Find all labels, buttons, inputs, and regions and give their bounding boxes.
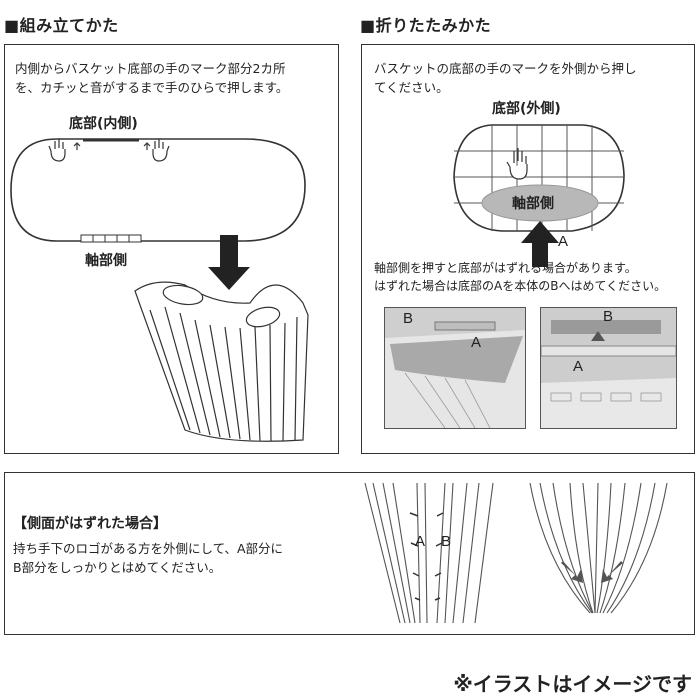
photo1-label-a: A <box>471 334 482 351</box>
footer-note: ※イラストはイメージです <box>453 672 692 696</box>
photo2-label-b: B <box>603 308 614 325</box>
axis-side-label: 軸部側 <box>85 253 127 269</box>
bottom-inner-diagram <box>10 138 309 442</box>
photo1-label-b: B <box>403 310 414 327</box>
assembly-instruction-line2: を、カチッと音がするまで手のひらで押します。 <box>15 80 289 95</box>
folding-instruction-line2: てください。 <box>374 80 449 95</box>
side-arrow-left-icon <box>561 561 583 583</box>
axis-tabs <box>80 234 142 243</box>
photo2-up-arrow-icon <box>591 331 605 341</box>
side-arrow-right-icon <box>601 561 623 583</box>
folding-title: ■折りたたみかた <box>360 16 492 35</box>
arrow-label-a: A <box>558 233 569 250</box>
photo-2: B A <box>540 307 677 429</box>
assembly-title: ■組み立てかた <box>4 16 119 35</box>
folding-note-line1: 軸部側を押すと底部がはずれる場合があります。 <box>374 261 637 275</box>
side-strips-diagram-1 <box>364 482 668 624</box>
side-label-b: B <box>441 533 452 550</box>
bottom-inner-label: 底部(内側) <box>69 116 138 132</box>
side-label-a: A <box>415 533 426 550</box>
folding-axis-label: 軸部側 <box>512 196 554 212</box>
basket-illustration <box>134 281 309 442</box>
assembly-instruction-line1: 内側からバスケット底部の手のマーク部分2カ所 <box>15 61 286 76</box>
photo2-label-a: A <box>573 358 584 375</box>
photo-1: B A <box>384 307 526 429</box>
hand-mark-left-icon <box>48 139 81 162</box>
folding-panel: バスケットの底部の手のマークを外側から押し てください。 底部(外側) 軸部側 … <box>361 44 695 454</box>
folding-instruction-line1: バスケットの底部の手のマークを外側から押し <box>374 61 637 76</box>
push-down-arrow-icon <box>208 235 250 290</box>
hand-mark-icon <box>506 148 528 180</box>
side-instruction-line2: B部分をしっかりとはめてください。 <box>13 560 222 575</box>
side-instruction-line1: 持ち手下のロゴがある方を外側にして、A部分に <box>13 541 284 556</box>
folding-note-line2: はずれた場合は底部のAを本体のBへはめてください。 <box>374 279 667 293</box>
side-title: 【側面がはずれた場合】 <box>13 516 167 532</box>
bottom-outer-label: 底部(外側) <box>492 101 561 117</box>
hand-mark-right-icon <box>143 139 170 162</box>
side-panel: 【側面がはずれた場合】 持ち手下のロゴがある方を外側にして、A部分に B部分をし… <box>4 472 695 635</box>
bottom-outer-diagram <box>453 124 625 267</box>
push-up-arrow-icon <box>521 221 559 267</box>
assembly-panel: 内側からバスケット底部の手のマーク部分2カ所 を、カチッと音がするまで手のひらで… <box>4 44 339 454</box>
